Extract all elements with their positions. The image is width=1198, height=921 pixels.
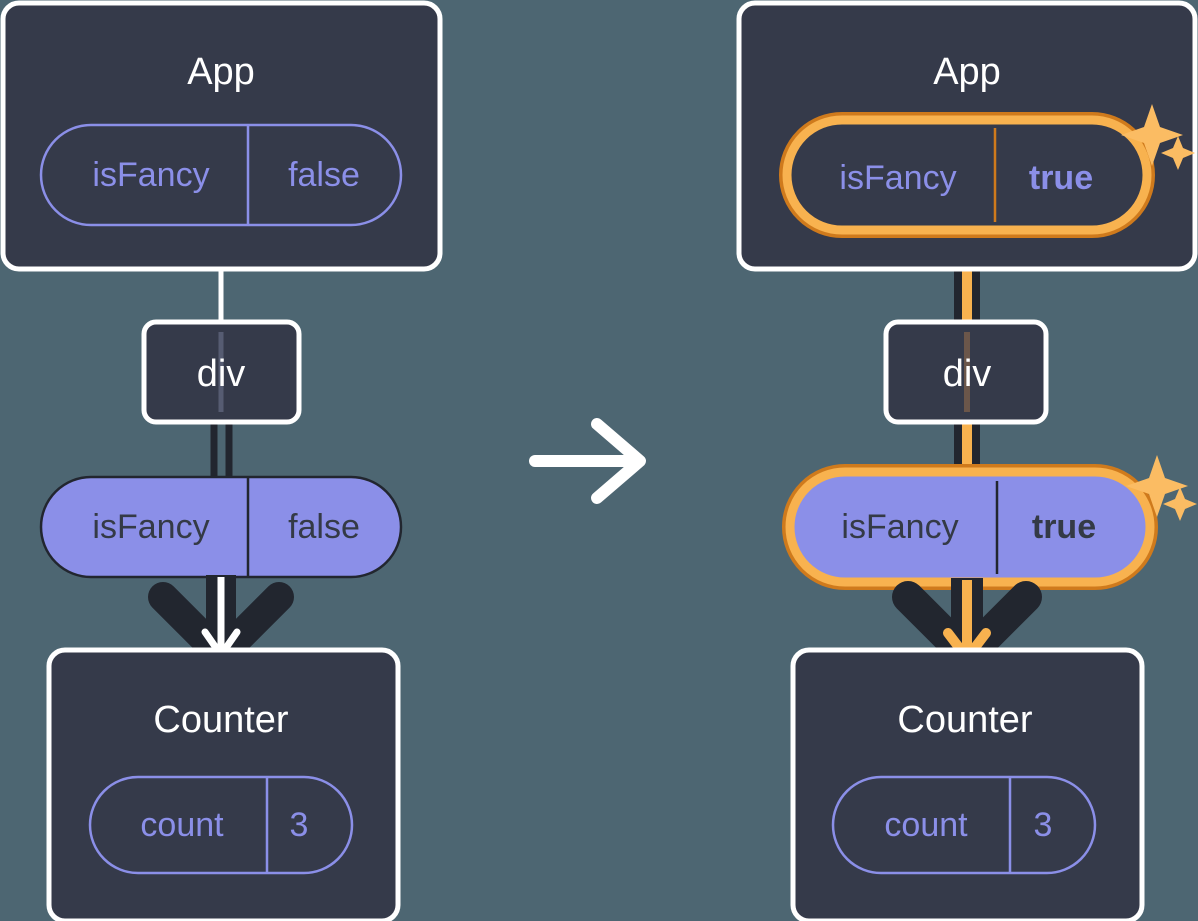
counter-pill-after[interactable]: count 3	[831, 775, 1097, 875]
app-pill-before[interactable]: isFancy false	[39, 123, 403, 227]
sparkle-icon-app-after	[1121, 104, 1195, 170]
app-pill-frame-before	[39, 123, 403, 227]
div-box-before[interactable]: div	[141, 319, 302, 425]
counter-pill-name-after: count	[884, 806, 968, 844]
app-box-before[interactable]: App isFancy false	[0, 0, 443, 272]
prop-pill-before[interactable]: isFancy false	[39, 475, 403, 579]
prop-pill-name-before: isFancy	[92, 508, 209, 546]
prop-pill-value-before: false	[288, 508, 360, 546]
prop-pill-value-after: true	[1032, 508, 1096, 546]
panel-before: App isFancy false div isFancy false	[0, 0, 443, 921]
app-box-after[interactable]: App isFancy true	[736, 0, 1198, 272]
app-pill-name-before: isFancy	[92, 156, 209, 194]
counter-box-frame-before	[46, 647, 401, 921]
counter-pill-value-after: 3	[1034, 806, 1053, 844]
app-box-label-before: App	[187, 51, 255, 93]
counter-box-before[interactable]: Counter count 3	[46, 647, 401, 921]
div-box-after[interactable]: div	[883, 319, 1049, 425]
counter-pill-frame-before	[88, 775, 354, 875]
counter-pill-before[interactable]: count 3	[88, 775, 354, 875]
app-pill-value-after: true	[1029, 159, 1093, 197]
app-pill-value-before: false	[288, 156, 360, 194]
counter-pill-name-before: count	[140, 806, 224, 844]
counter-box-label-before: Counter	[153, 699, 289, 741]
app-pill-after[interactable]: isFancy true	[779, 112, 1155, 238]
sparkle-icon-prop-after	[1126, 455, 1197, 521]
counter-pill-value-before: 3	[290, 806, 309, 844]
panel-after: App isFancy true div	[736, 0, 1198, 921]
app-box-frame-before	[0, 0, 443, 272]
counter-box-after[interactable]: Counter count 3	[790, 647, 1145, 921]
div-box-label-after: div	[943, 353, 992, 395]
app-pill-name-after: isFancy	[839, 159, 956, 197]
counter-pill-frame-after	[831, 775, 1097, 875]
transition-arrow-icon	[529, 418, 646, 504]
app-pill-highlight-inner-after	[782, 115, 1152, 235]
prop-pill-after[interactable]: isFancy true	[782, 464, 1158, 590]
counter-box-label-after: Counter	[897, 699, 1033, 741]
prop-pill-name-after: isFancy	[841, 508, 958, 546]
div-box-label-before: div	[197, 353, 246, 395]
app-box-label-after: App	[933, 51, 1001, 93]
counter-box-frame-after	[790, 647, 1145, 921]
